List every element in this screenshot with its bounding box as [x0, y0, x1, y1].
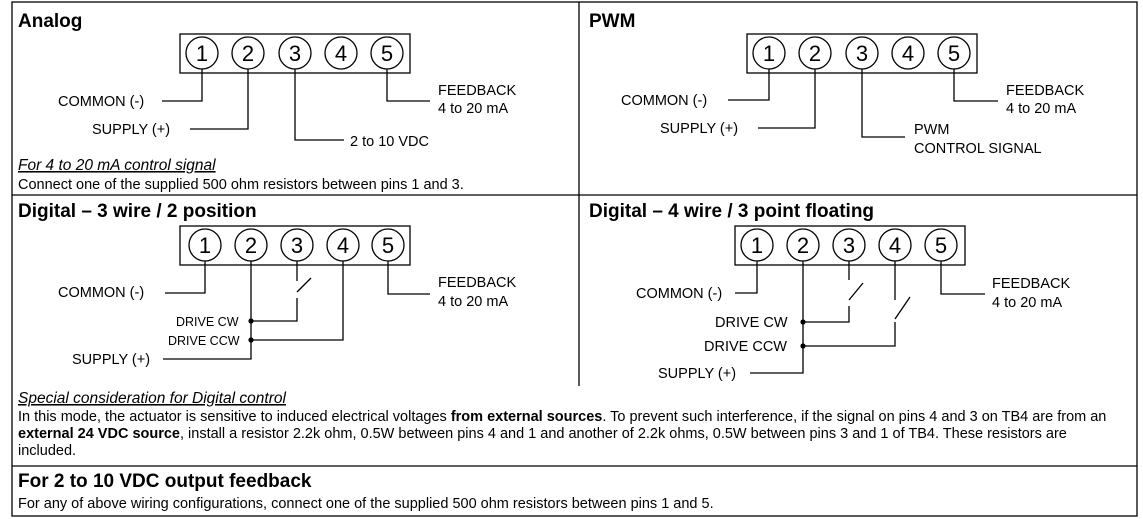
digital3-common-label: COMMON (-) [58, 285, 144, 301]
analog-pin-1: 1 [196, 41, 208, 66]
special-title: Special consideration for Digital contro… [18, 390, 286, 407]
pwm-wires [728, 69, 998, 138]
analog-pin-2: 2 [242, 41, 254, 66]
digital3-supply-label: SUPPLY (+) [72, 352, 150, 368]
digital4-feedback-range: 4 to 20 mA [992, 295, 1062, 311]
digital3-pin-3: 3 [291, 233, 303, 258]
analog-note-text: Connect one of the supplied 500 ohm resi… [18, 177, 464, 193]
digital4-common-label: COMMON (-) [636, 286, 722, 302]
analog-pin-4: 4 [335, 41, 347, 66]
special-text-3: , install a resistor 2.2k ohm, 0.5W betw… [18, 426, 1067, 459]
analog-feedback-range: 4 to 20 mA [438, 101, 508, 117]
analog-title: Analog [18, 11, 82, 32]
analog-supply-label: SUPPLY (+) [92, 122, 170, 138]
digital4-wires [735, 261, 985, 374]
digital4-drive-cw-label: DRIVE CW [715, 315, 788, 331]
pwm-supply-label: SUPPLY (+) [660, 121, 738, 137]
analog-feedback-label: FEEDBACK [438, 83, 516, 99]
digital4-pin-1: 1 [751, 233, 763, 258]
pwm-pin-2: 2 [809, 41, 821, 66]
pwm-pin-5: 5 [948, 41, 960, 66]
analog-note-title: For 4 to 20 mA control signal [18, 157, 216, 174]
analog-panel: Analog 1 2 3 4 5 COMMON (-) SUPPLY (+) 2… [18, 11, 516, 193]
pwm-feedback-label: FEEDBACK [1006, 83, 1084, 99]
special-paragraph: In this mode, the actuator is sensitive … [18, 409, 1128, 460]
analog-common-label: COMMON (-) [58, 94, 144, 110]
digital4-feedback-label: FEEDBACK [992, 276, 1070, 292]
digital3-pin-2: 2 [245, 233, 257, 258]
digital3-panel: Digital – 3 wire / 2 position 1 2 3 4 5 … [18, 201, 516, 368]
pwm-pin-1: 1 [763, 41, 775, 66]
frame [11, 1, 1138, 517]
digital4-title: Digital – 4 wire / 3 point floating [589, 201, 874, 222]
special-text-2: . To prevent such interference, if the s… [602, 409, 1107, 425]
digital4-terminal-block: 1 2 3 4 5 [734, 225, 966, 266]
analog-wires [162, 69, 430, 141]
digital3-pin-5: 5 [382, 233, 394, 258]
digital4-supply-label: SUPPLY (+) [658, 366, 736, 382]
digital4-pin-5: 5 [935, 233, 947, 258]
digital4-pin-3: 3 [843, 233, 855, 258]
digital4-panel: Digital – 4 wire / 3 point floating 1 2 … [589, 201, 1070, 382]
digital4-drive-ccw-label: DRIVE CCW [704, 339, 787, 355]
special-bold-1: from external sources [450, 409, 603, 425]
pwm-title: PWM [589, 11, 635, 32]
digital3-terminal-block: 1 2 3 4 5 [179, 225, 411, 266]
digital3-wires [163, 261, 430, 360]
pwm-signal-label-1: PWM [914, 122, 949, 138]
analog-pin-3: 3 [289, 41, 301, 66]
digital3-switch-cw [296, 277, 312, 293]
digital3-drive-cw-label: DRIVE CW [176, 315, 239, 329]
analog-terminal-block: 1 2 3 4 5 [179, 33, 411, 74]
pwm-panel: PWM 1 2 3 4 5 COMMON (-) SUPPLY (+) PWM … [589, 11, 1084, 157]
analog-pin-5: 5 [381, 41, 393, 66]
analog-signal-label: 2 to 10 VDC [350, 134, 429, 150]
digital3-feedback-range: 4 to 20 mA [438, 294, 508, 310]
pwm-common-label: COMMON (-) [621, 93, 707, 109]
special-text-1: In this mode, the actuator is sensitive … [18, 409, 451, 425]
output-text: For any of above wiring configurations, … [18, 496, 714, 512]
digital3-feedback-label: FEEDBACK [438, 275, 516, 291]
pwm-pin-4: 4 [902, 41, 914, 66]
digital4-pin-2: 2 [797, 233, 809, 258]
pwm-signal-label-2: CONTROL SIGNAL [914, 141, 1042, 157]
special-bold-2: external 24 VDC source [18, 426, 180, 442]
output-title: For 2 to 10 VDC output feedback [18, 471, 312, 492]
digital3-drive-ccw-label: DRIVE CCW [168, 334, 240, 348]
pwm-pin-3: 3 [856, 41, 868, 66]
digital3-pin-1: 1 [199, 233, 211, 258]
pwm-feedback-range: 4 to 20 mA [1006, 101, 1076, 117]
digital4-switch-cw [848, 282, 864, 301]
digital3-title: Digital – 3 wire / 2 position [18, 201, 257, 222]
pwm-terminal-block: 1 2 3 4 5 [746, 33, 978, 74]
digital4-switch-ccw [894, 296, 911, 320]
digital4-pin-4: 4 [889, 233, 901, 258]
digital3-pin-4: 4 [337, 233, 349, 258]
